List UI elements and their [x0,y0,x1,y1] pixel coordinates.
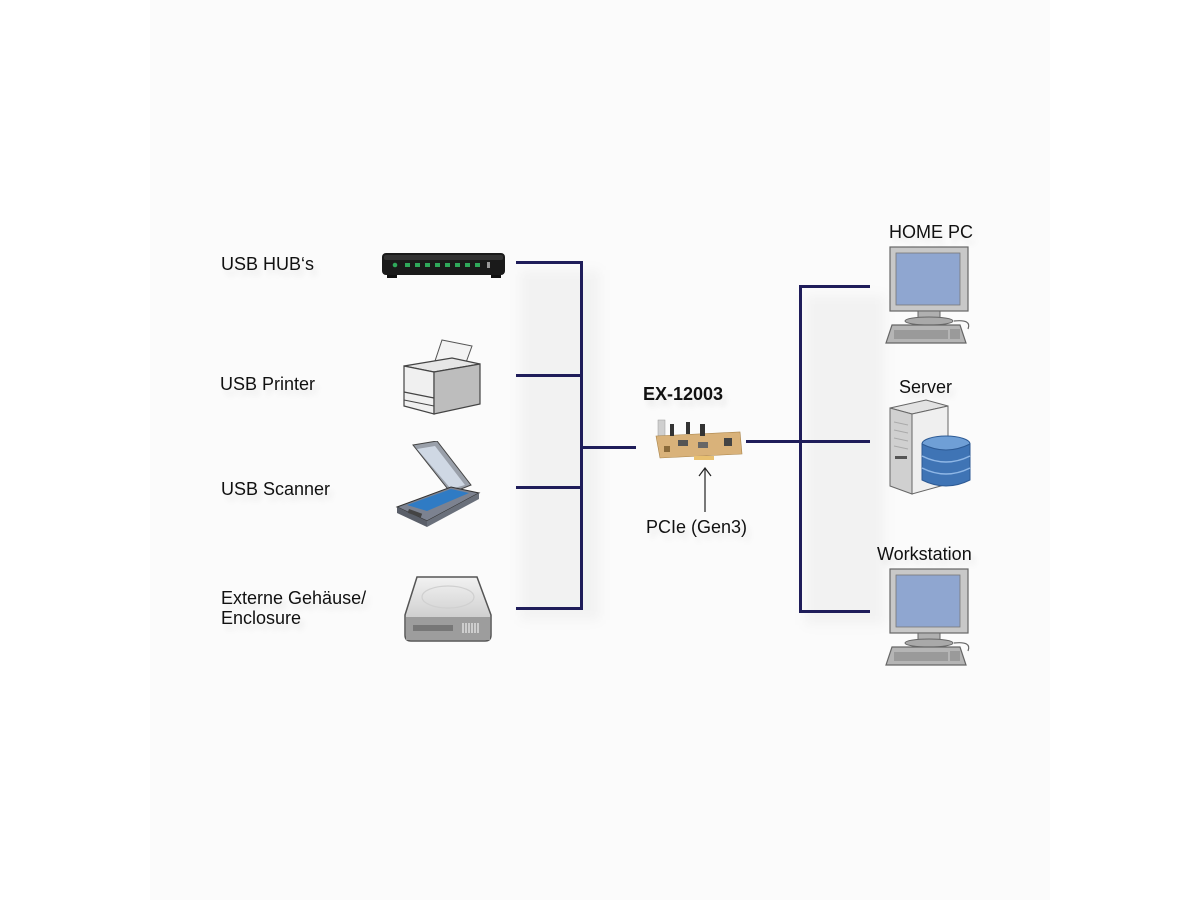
label-home-pc: HOME PC [889,222,974,242]
connector-printer [516,374,582,377]
label-usb-printer: USB Printer [220,374,316,394]
connector-workstation [799,610,870,613]
right-bus-vertical [799,285,802,613]
card-model-title: EX-12003 [643,384,724,404]
workstation-icon [884,567,976,667]
server-database-icon [886,398,972,496]
arrow-up-icon [697,466,713,514]
left-bus-vertical [580,261,583,610]
connector-enclosure [516,607,582,610]
label-workstation: Workstation [877,544,972,564]
label-usb-hub: USB HUB‘s [221,254,315,274]
label-usb-scanner: USB Scanner [221,479,331,499]
left-bus-to-card [580,446,636,449]
desktop-pc-icon [884,245,976,345]
connector-scanner [516,486,582,489]
label-enclosure-line1: Externe Gehäuse/ [221,588,367,608]
connector-server [799,440,870,443]
hard-drive-icon [403,575,493,643]
connector-home-pc [799,285,870,288]
pcie-card-icon [654,418,744,464]
connector-hub [516,261,582,264]
label-pcie-bus: PCIe (Gen3) [646,517,748,537]
line-shadow-right [805,295,885,625]
usb-hub-icon [381,251,507,281]
label-server: Server [899,377,953,397]
printer-icon [402,338,484,420]
line-shadow-left [520,270,600,620]
label-enclosure-line2: Enclosure [221,608,302,628]
card-to-right-bus [746,440,802,443]
scanner-icon [393,441,483,527]
